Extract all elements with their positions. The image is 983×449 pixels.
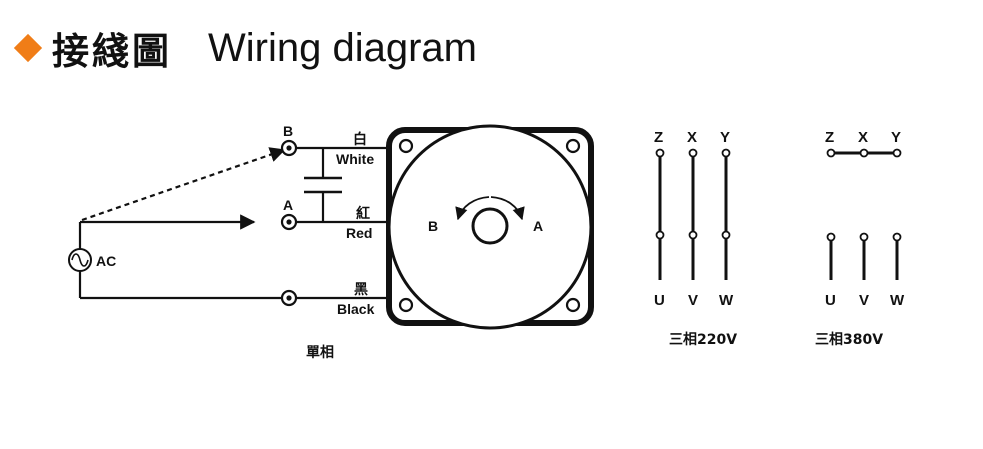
ac-sine-icon (71, 253, 89, 267)
red-label-zh: 紅 (356, 205, 370, 222)
terminal-v-380 (859, 232, 869, 280)
black-label-zh: 黑 (354, 282, 368, 298)
mount-hole-bottom-right (565, 297, 581, 313)
label-x-380: X (858, 129, 868, 146)
mount-hole-top-left (398, 138, 414, 154)
terminal-u-380 (826, 232, 836, 280)
motor: B A (386, 124, 594, 330)
rotation-arrow-right-icon (490, 196, 525, 221)
white-label-en: White (336, 151, 374, 167)
caption-220v: 三相220V (669, 331, 737, 348)
title-chinese: 接綫圖 (52, 30, 172, 73)
winding-z-u-220 (655, 148, 665, 280)
b-dashed-wire (81, 147, 286, 222)
terminal-black (280, 289, 298, 307)
ac-label: AC (96, 253, 116, 269)
rotation-arrow-left-icon (455, 196, 490, 221)
mount-hole-bottom-left (398, 297, 414, 313)
terminal-a (280, 213, 298, 231)
single-phase-circuit: AC B A 白 White 紅 Red 黑 Black 單相 (68, 123, 390, 361)
label-y-380: Y (891, 129, 901, 146)
label-u-380: U (825, 292, 836, 309)
label-u-220: U (654, 292, 665, 309)
label-z-380: Z (825, 129, 834, 146)
title-english: Wiring diagram (208, 25, 477, 70)
red-label-en: Red (346, 225, 372, 241)
label-z-220: Z (654, 129, 663, 146)
label-v-380: V (859, 292, 869, 309)
terminal-a-label: A (283, 197, 293, 213)
rotation-label-a: A (533, 218, 543, 234)
label-w-380: W (890, 292, 905, 309)
terminal-b-label: B (283, 123, 293, 139)
label-v-220: V (688, 292, 698, 309)
capacitor (304, 148, 342, 222)
single-phase-caption: 單相 (306, 344, 334, 361)
page-header: 接綫圖 Wiring diagram (13, 18, 477, 78)
winding-y-w-220 (721, 148, 731, 280)
winding-x-v-220 (688, 148, 698, 280)
terminal-w-380 (892, 232, 902, 280)
label-y-220: Y (720, 129, 730, 146)
three-phase-220v: Z X Y U V W 三相220V (654, 129, 737, 348)
terminal-b (280, 139, 298, 157)
white-label-zh: 白 (353, 131, 367, 148)
star-link-bar (826, 148, 902, 158)
motor-shaft (471, 207, 509, 245)
caption-380v: 三相380V (815, 331, 883, 348)
label-x-220: X (687, 129, 697, 146)
label-w-220: W (719, 292, 734, 309)
mount-hole-top-right (565, 138, 581, 154)
rotation-label-b: B (428, 218, 438, 234)
three-phase-380v: Z X Y U V W 三相380V (815, 129, 905, 348)
black-label-en: Black (337, 301, 375, 317)
